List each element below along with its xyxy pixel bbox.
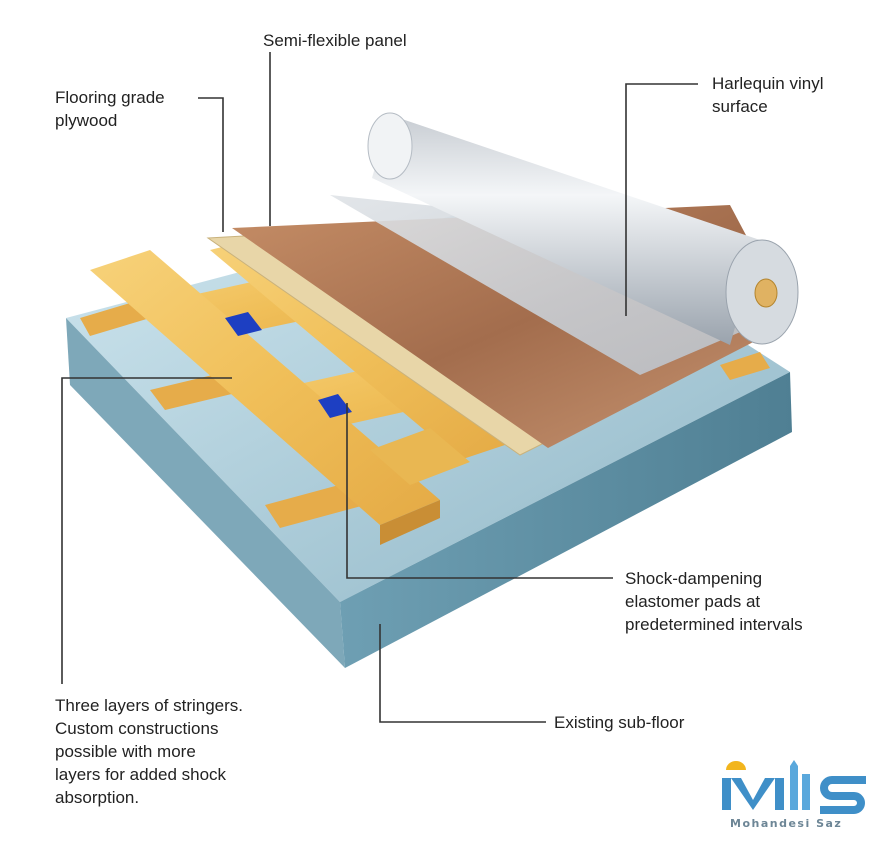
label-semi-flexible-panel: Semi-flexible panel: [263, 29, 407, 52]
label-line: possible with more: [55, 742, 196, 761]
label-harlequin-vinyl-surface: Harlequin vinyl surface: [712, 72, 824, 118]
label-line: layers for added shock: [55, 765, 227, 784]
label-line: plywood: [55, 111, 118, 130]
label-line: absorption.: [55, 788, 140, 807]
label-line: Semi-flexible panel: [263, 31, 407, 50]
label-line: elastomer pads at: [625, 592, 761, 611]
label-elastomer-pads: Shock-dampening elastomer pads at predet…: [625, 567, 803, 636]
elastomer-pads: [225, 312, 352, 418]
label-flooring-grade-plywood: Flooring grade plywood: [55, 86, 165, 132]
label-line: Harlequin vinyl: [712, 74, 824, 93]
logo-caption: Mohandesi Saz: [730, 817, 843, 830]
label-three-layers-stringers: Three layers of stringers. Custom constr…: [55, 694, 243, 809]
label-line: Flooring grade: [55, 88, 165, 107]
label-line: surface: [712, 97, 768, 116]
label-existing-sub-floor: Existing sub-floor: [554, 711, 684, 734]
label-line: Shock-dampening: [625, 569, 763, 588]
label-line: Existing sub-floor: [554, 713, 685, 732]
leader-lines: [61, 52, 698, 723]
label-line: predetermined intervals: [625, 615, 803, 634]
label-line: Custom constructions: [55, 719, 219, 738]
mohandesi-saz-logo: [722, 760, 866, 814]
label-line: Three layers of stringers.: [55, 696, 244, 715]
vinyl-roll: [330, 112, 799, 375]
